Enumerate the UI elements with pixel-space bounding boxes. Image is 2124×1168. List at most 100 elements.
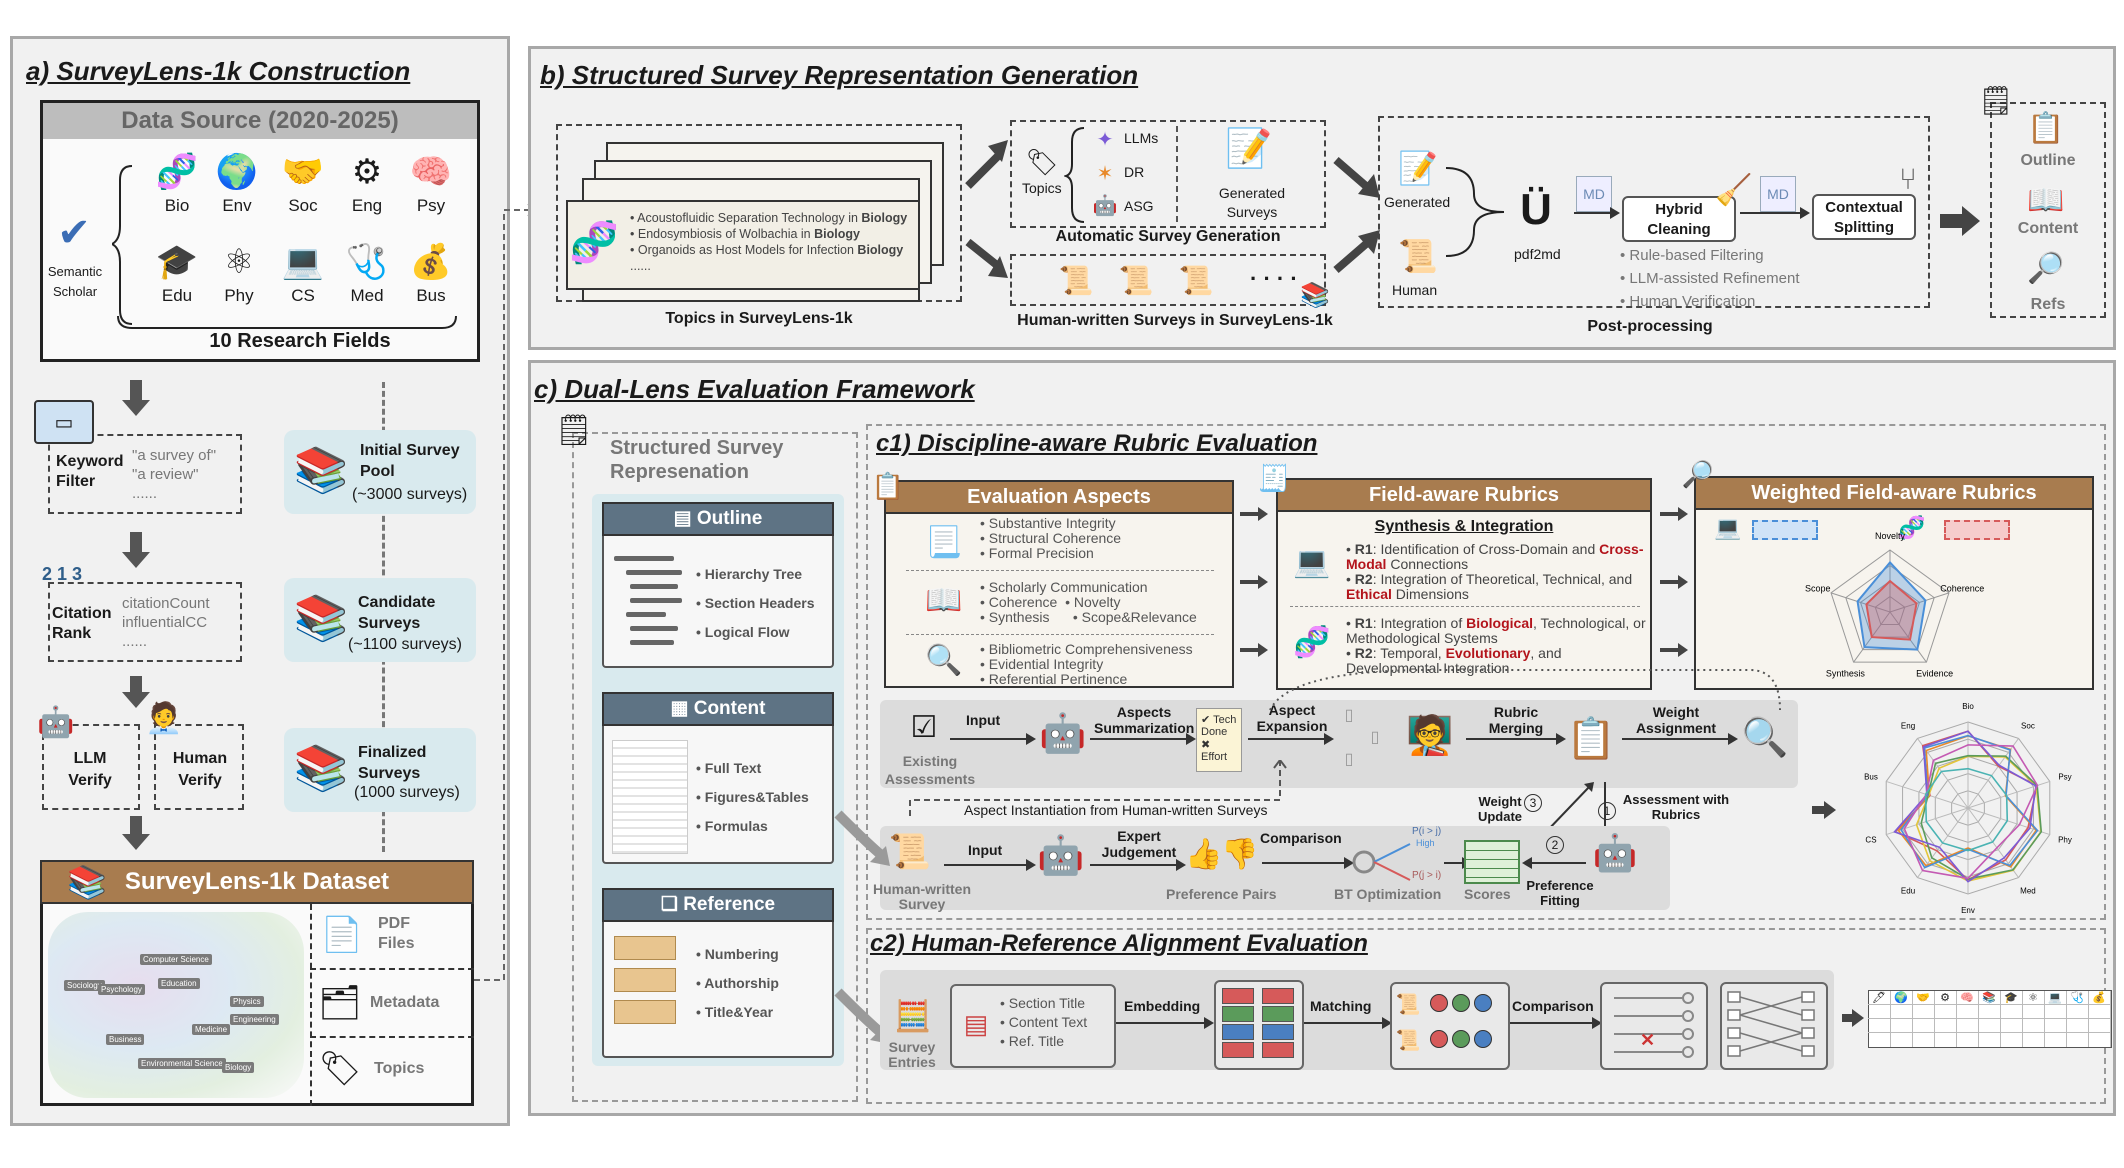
cs-legend-swatch: [1752, 520, 1818, 540]
arrowhead: [1522, 857, 1532, 869]
cleaning-step: • Rule-based Filtering: [1620, 247, 1764, 264]
flow-arrow: [1622, 738, 1732, 740]
arrowhead: [1176, 859, 1186, 871]
map-label: Engineering: [230, 1014, 279, 1025]
embedding-block: [1222, 988, 1254, 1004]
content-header: ▦ Content: [602, 692, 834, 726]
aspect-instantiation: Aspect Instantiation from Human-written …: [964, 802, 1268, 818]
match-dot: [1430, 1030, 1448, 1048]
filter-icon: ▭: [34, 400, 94, 444]
outline-item: • Section Headers: [696, 595, 815, 611]
pool-finalized-name: Finalized Surveys: [358, 744, 427, 782]
field-icon-phy: ⚛: [223, 243, 255, 281]
small-arrow: [1240, 512, 1260, 516]
radar-series: [1856, 560, 1927, 651]
flow-arrow: [1090, 738, 1190, 740]
fields-brace: [112, 165, 457, 329]
pdf2md-label: pdf2md: [1514, 246, 1561, 262]
checkbox-doc-icon: ☑: [910, 710, 938, 744]
robot-icon: 🤖: [1039, 713, 1087, 755]
bt-diagram: [1352, 843, 1411, 881]
scores-label: Scores: [1464, 886, 1511, 902]
field-label: Bio: [164, 196, 190, 215]
rubric-divider: [1290, 606, 1640, 607]
pdf-icon: 📄: [320, 916, 364, 954]
embedding-block: [1262, 1042, 1294, 1058]
radar2-series: [1903, 744, 2039, 880]
radar-axis: [1830, 592, 1891, 613]
books-icon: 📚: [1300, 281, 1330, 309]
split-icon: ⑂: [1899, 163, 1917, 196]
entry-field: • Ref. Title: [1000, 1033, 1065, 1049]
reference-icon: ❏: [660, 894, 684, 915]
aspects-summarization: Aspects Summarization: [1094, 704, 1195, 736]
dataset-divider-h1: [310, 968, 474, 970]
pool-initial-name: Initial Survey Pool: [360, 442, 460, 480]
llm-icon: ✦: [1096, 128, 1114, 151]
citation-item: citationCount: [122, 595, 210, 612]
post-human: Human: [1392, 282, 1438, 298]
human-doc-icon: 📜: [888, 833, 932, 871]
output-refs: Refs: [2030, 296, 2066, 313]
to-radar2-arrowhead: [1824, 801, 1836, 819]
result-table-header-icon: ⚛: [2028, 991, 2038, 1004]
field-icon-psy: 🧠: [409, 153, 453, 191]
cleaning-step: • Human Verification: [1620, 293, 1756, 310]
post-generated: Generated: [1384, 194, 1451, 210]
step-1-label: 1: [1603, 804, 1611, 818]
radar-axis-label: Synthesis: [1826, 668, 1866, 678]
embedding-block: [1262, 988, 1294, 1004]
aspect-item: • Coherence • Novelty: [980, 594, 1121, 610]
person-icon: 🧑‍💼: [145, 701, 183, 735]
ref-line: [614, 968, 676, 992]
map-label: Education: [158, 978, 200, 989]
human-caption: Human-written Surveys in SurveyLens-1k: [1017, 312, 1333, 329]
field-icon-soc: 🤝: [281, 153, 325, 191]
arrowhead: [1728, 733, 1738, 745]
topic-item: • Endosymbiosis of Wolbachia in Biology: [630, 227, 860, 241]
map-label: Business: [106, 1034, 145, 1045]
list-doc-icon: 📃: [925, 525, 963, 559]
radar-axis-label: Evidence: [1916, 668, 1953, 678]
dataset-topics: Topics: [374, 1060, 425, 1077]
arrowhead: [1186, 733, 1196, 745]
small-arrow: [1240, 580, 1260, 584]
small-arrow: [1240, 648, 1260, 652]
bt-optimization: BT Optimization: [1334, 886, 1442, 902]
podium-icon: 2 1 3: [41, 563, 83, 584]
bio-legend-swatch: [1944, 520, 2010, 540]
dna-icon: 🧬: [1293, 625, 1331, 659]
aspect-item: • Synthesis • Scope&Relevance: [980, 609, 1197, 625]
survey-doc-icon: 📜: [1178, 264, 1214, 296]
human-dots: · · · ·: [1250, 266, 1298, 291]
ssr-to-flow-arrow: [834, 810, 890, 866]
aspect-expansion: Aspect Expansion: [1256, 702, 1328, 734]
human-doc-icon: 📜: [1398, 238, 1438, 274]
weight-update-arrow: [1545, 782, 1594, 833]
outline-icon: ▤: [673, 508, 697, 529]
ref-line: [614, 936, 676, 960]
pdf2md-logo-icon: Ü: [1520, 185, 1552, 234]
flow-bottom-band: [880, 826, 1670, 910]
fields-caption: 10 Research Fields: [209, 330, 391, 352]
panel-a-title: a) SurveyLens-1k Construction: [26, 56, 411, 86]
radar-axis: [1889, 611, 1927, 663]
result-table-header-icon: 🖊: [1872, 991, 1886, 1004]
aspect-divider: [906, 634, 1214, 635]
field-icon-eng: ⚙: [351, 153, 383, 191]
radar-grid: [1845, 564, 1935, 651]
thumbs-down-icon: 👎: [1221, 837, 1259, 871]
dataset-metadata: Metadata: [370, 994, 440, 1011]
aspect-divider: [906, 570, 1214, 571]
contextual-splitting-label: Contextual Splitting: [1825, 199, 1903, 236]
to-table-arrow: [1842, 1014, 1854, 1022]
tech-done: ✔ Tech Done: [1201, 714, 1237, 738]
embedding-block: [1222, 1024, 1254, 1040]
comparison2-label: Comparison: [1512, 998, 1594, 1014]
outline-line: [630, 584, 678, 589]
flow-arrow: [1090, 864, 1180, 866]
dna-icon: 🧬: [569, 220, 619, 265]
panel-c-title: c) Dual-Lens Evaluation Framework: [534, 374, 975, 404]
to-outputs-arrow: [1940, 214, 1966, 228]
